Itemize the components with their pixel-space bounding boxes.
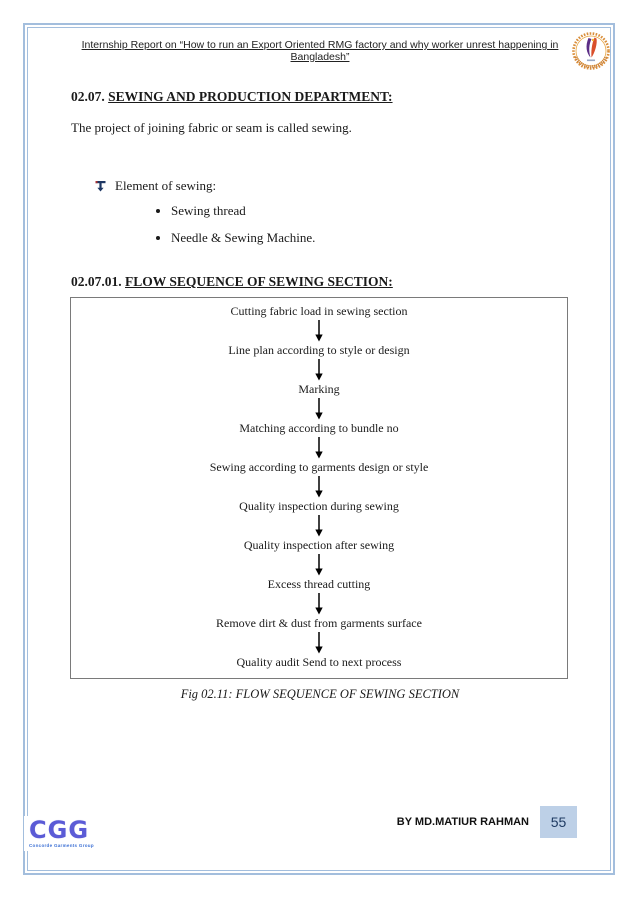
down-arrow-icon [313,320,325,342]
down-arrow-icon [313,359,325,381]
flow-step: Excess thread cutting [267,577,371,591]
list-item: Needle & Sewing Machine. [171,230,569,246]
down-arrow-icon [313,554,325,576]
list-heading: Element of sewing: [115,178,217,193]
sub-bullet-list: Sewing threadNeedle & Sewing Machine. [95,203,569,246]
down-arrow-icon [313,398,325,420]
down-arrow-icon [313,476,325,498]
flow-step: Quality inspection after sewing [243,538,395,552]
cgg-logo: CGG Concorde Garments Group [24,816,99,851]
section-title: SEWING AND PRODUCTION DEPARTMENT: [108,89,393,104]
list-item: Sewing thread [171,203,569,219]
university-emblem-logo [572,32,610,70]
page-content: Internship Report on “How to run an Expo… [27,27,610,869]
section-number: 02.07.01. [71,274,122,289]
down-arrow-icon [313,632,325,654]
section-title: FLOW SEQUENCE OF SEWING SECTION: [125,274,393,289]
down-arrow-icon [313,515,325,537]
down-arrow-icon [313,593,325,615]
arrow-bullet-icon [95,181,106,192]
flow-step: Marking [298,382,340,396]
figure-caption: Fig 02.11: FLOW SEQUENCE OF SEWING SECTI… [180,687,460,701]
flow-step: Quality audit Send to next process [236,655,402,669]
flow-step: Matching according to bundle no [239,421,399,435]
cgg-logo-tagline: Concorde Garments Group [29,843,94,848]
flow-step: Remove dirt & dust from garments surface [216,616,422,630]
report-header-title: Internship Report on “How to run an Expo… [81,39,559,63]
flow-step: Quality inspection during sewing [239,499,399,513]
cgg-logo-text: CGG [29,816,90,844]
section-heading-flow-sequence: 02.07.01. FLOW SEQUENCE OF SEWING SECTIO… [71,274,569,290]
down-arrow-icon [313,437,325,459]
page-number-badge: 55 [540,806,577,838]
flow-step: Line plan according to style or design [228,343,410,357]
author-credit: BY MD.MATIUR RAHMAN [396,816,529,828]
flow-step: Cutting fabric load in sewing section [230,304,408,318]
section-heading-sewing-department: 02.07. SEWING AND PRODUCTION DEPARTMENT: [71,89,569,105]
report-header: Internship Report on “How to run an Expo… [71,39,569,63]
page-footer: BY MD.MATIUR RAHMAN 55 [397,806,577,838]
element-of-sewing-list: Element of sewing: Sewing threadNeedle &… [95,178,569,246]
list-heading-row: Element of sewing: [95,178,569,194]
intro-paragraph: The project of joining fabric or seam is… [71,120,352,135]
flow-step: Sewing according to garments design or s… [209,460,429,474]
section-number: 02.07. [71,89,105,104]
